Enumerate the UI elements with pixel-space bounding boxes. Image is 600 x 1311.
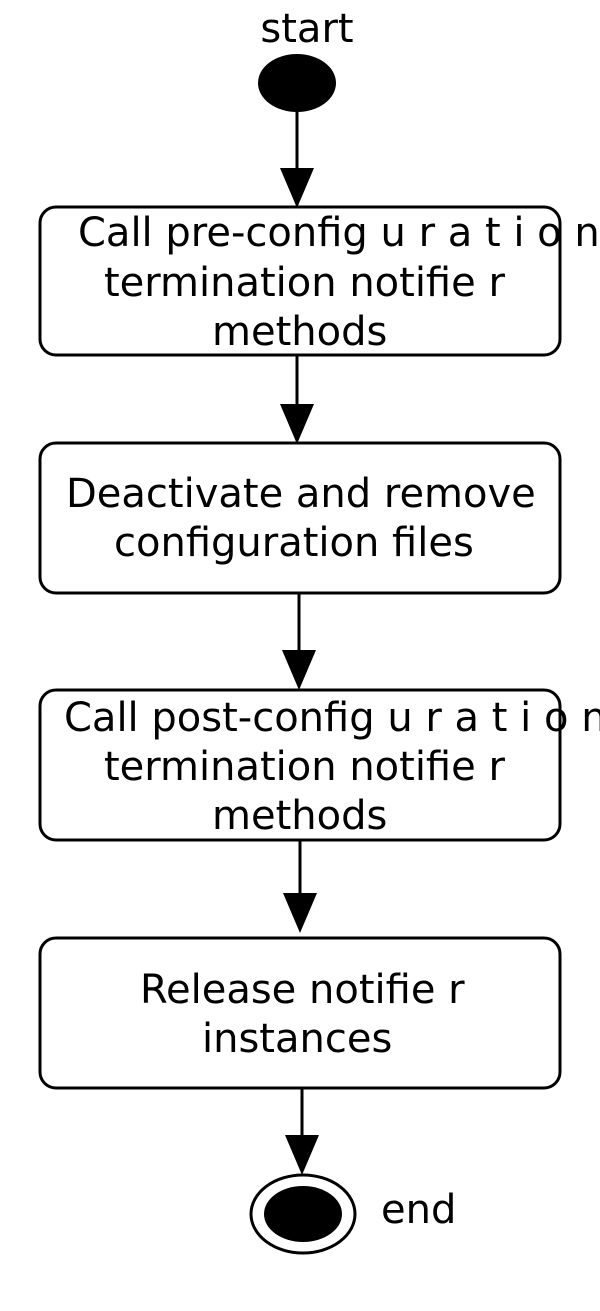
step-4-line-2: instances	[202, 1016, 392, 1062]
step-3-line-2: termination notifie r	[104, 744, 505, 790]
step-2-box	[38, 441, 562, 595]
step-4-box	[38, 936, 562, 1090]
step-1-box	[38, 205, 562, 357]
edge-step-4-to-end	[285, 1088, 319, 1175]
step-4-line-1: Release notifie r	[140, 967, 465, 1013]
step-3-line-1: Call post-config u r a t i o n	[64, 695, 600, 741]
edge-step-3-to-step-4	[283, 840, 317, 933]
edge-step-2-to-step-3	[282, 593, 316, 690]
step-2-line-2: configuration files	[114, 520, 474, 566]
start-label: start	[260, 6, 353, 52]
end-node	[249, 1173, 357, 1255]
step-1-line-3: methods	[212, 309, 387, 355]
end-label: end	[381, 1187, 456, 1233]
edge-start-to-step-1	[280, 112, 314, 208]
step-1-line-2: termination notifie r	[104, 260, 505, 306]
step-2-line-1: Deactivate and remove	[66, 471, 536, 517]
edge-step-1-to-step-2	[280, 355, 314, 444]
step-3-line-3: methods	[212, 793, 387, 839]
start-node	[258, 54, 336, 112]
step-1-line-1: Call pre-config u r a t i o n	[78, 210, 600, 256]
